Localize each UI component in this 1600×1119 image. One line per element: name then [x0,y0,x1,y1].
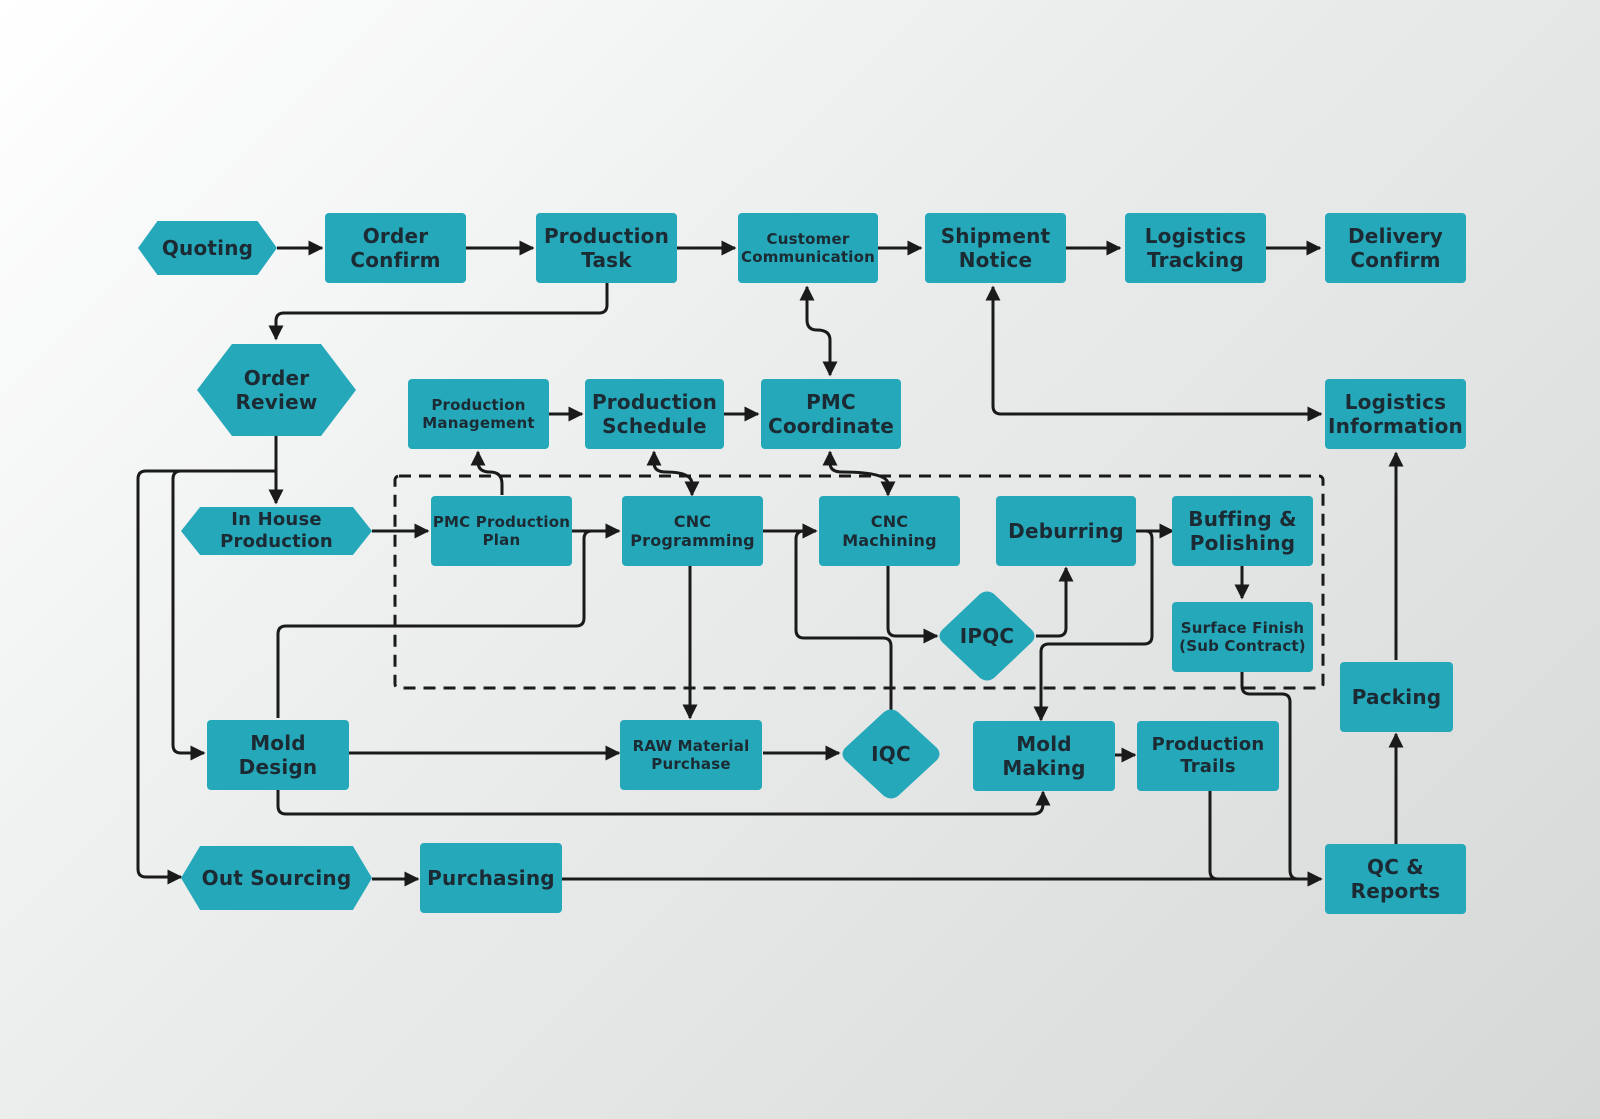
node-logistics-information[interactable]: Logistics Information [1325,379,1466,449]
connector-lines [136,240,1404,887]
node-order-confirm-label: Order Confirm [350,224,441,272]
node-packing[interactable]: Packing [1340,662,1453,732]
edge-mold-design-cnc-programming [276,523,621,718]
node-order-review-label: Order Review [235,366,318,414]
node-order-confirm[interactable]: Order Confirm [325,213,466,283]
node-production-task-label: Production Task [543,224,670,272]
edge-ipqc-deburring [1036,566,1074,638]
node-production-schedule[interactable]: Production Schedule [585,379,724,449]
edge-cnc-machining-ipqc [886,566,939,644]
node-production-task[interactable]: Production Task [536,213,677,283]
node-shipment-notice[interactable]: Shipment Notice [925,213,1066,283]
node-in-house-production-label: In House Production [220,509,333,552]
node-cnc-programming[interactable]: CNC Programming [622,496,763,566]
ipqc-diamond-shape [939,591,1035,681]
node-iqc[interactable]: IQC [840,708,942,800]
node-customer-communication-label: Customer Communication [741,230,875,266]
node-mold-making-label: Mold Making [1002,732,1086,780]
node-mold-design-label: Mold Design [238,731,318,779]
node-packing-label: Packing [1351,685,1442,709]
node-deburring-label: Deburring [1008,519,1124,543]
node-buffing-polishing-label: Buffing & Polishing [1188,507,1297,555]
edge-production-schedule-cnc-programming [646,450,700,497]
node-cnc-machining[interactable]: CNC Machining [819,496,960,566]
node-production-schedule-label: Production Schedule [591,390,718,438]
node-production-trails-label: Production Trails [1151,734,1265,777]
node-production-management-label: Production Management [422,396,535,432]
node-in-house-production[interactable]: In House Production [181,507,372,555]
edge-iqc-cnc-machining [794,523,893,712]
node-surface-finish[interactable]: Surface Finish (Sub Contract) [1172,602,1313,672]
node-delivery-confirm-label: Delivery Confirm [1348,224,1443,272]
edge-deburring-mold-making [1033,529,1154,722]
node-iqc-label: IQC [871,742,911,766]
node-shipment-notice-label: Shipment Notice [940,224,1051,272]
node-logistics-tracking[interactable]: Logistics Tracking [1125,213,1266,283]
node-raw-material-purchase-label: RAW Material Purchase [632,737,750,773]
node-production-trails[interactable]: Production Trails [1137,721,1279,791]
node-delivery-confirm[interactable]: Delivery Confirm [1325,213,1466,283]
node-ipqc[interactable]: IPQC [937,590,1037,682]
node-ipqc-label: IPQC [959,624,1015,648]
edge-mold-design-mold-making [276,788,1051,816]
node-logistics-information-label: Logistics Information [1328,390,1463,438]
node-logistics-tracking-label: Logistics Tracking [1144,224,1247,272]
node-quoting[interactable]: Quoting [138,221,277,275]
edge-order-review-out-sourcing [136,469,276,885]
node-quoting-label: Quoting [161,236,254,260]
edge-pmc-coordinate-cnc-machining [822,450,896,497]
node-mold-design[interactable]: Mold Design [207,720,349,790]
node-surface-finish-label: Surface Finish (Sub Contract) [1179,619,1306,655]
node-raw-material-purchase[interactable]: RAW Material Purchase [620,720,762,790]
node-buffing-polishing[interactable]: Buffing & Polishing [1172,496,1313,566]
node-qc-reports-label: QC & Reports [1350,855,1441,903]
edge-customer-communication-pmc-coordinate [799,285,838,377]
node-deburring[interactable]: Deburring [996,496,1136,566]
node-pmc-coordinate-label: PMC Coordinate [767,390,895,438]
edge-surface-finish-qc-reports [1240,672,1323,887]
node-purchasing[interactable]: Purchasing [420,843,562,913]
node-qc-reports[interactable]: QC & Reports [1325,844,1466,914]
edge-pmc-production-plan-production-management [470,450,504,495]
edge-shipment-notice-logistics-information [985,285,1323,422]
node-production-management[interactable]: Production Management [408,379,549,449]
node-pmc-coordinate[interactable]: PMC Coordinate [761,379,901,449]
node-customer-communication[interactable]: Customer Communication [738,213,878,283]
edge-production-task-order-review [268,283,609,341]
node-cnc-programming-label: CNC Programming [630,511,755,550]
node-cnc-machining-label: CNC Machining [842,511,937,550]
node-pmc-production-plan-label: PMC Production Plan [432,513,571,549]
node-purchasing-label: Purchasing [427,866,555,890]
node-out-sourcing-label: Out Sourcing [201,866,352,890]
node-pmc-production-plan[interactable]: PMC Production Plan [431,496,572,566]
node-out-sourcing[interactable]: Out Sourcing [181,846,372,910]
iqc-diamond-shape [842,709,940,799]
node-order-review[interactable]: Order Review [197,344,356,436]
edge-production-trails-qc-reports [1208,790,1323,887]
node-mold-making[interactable]: Mold Making [973,721,1115,791]
